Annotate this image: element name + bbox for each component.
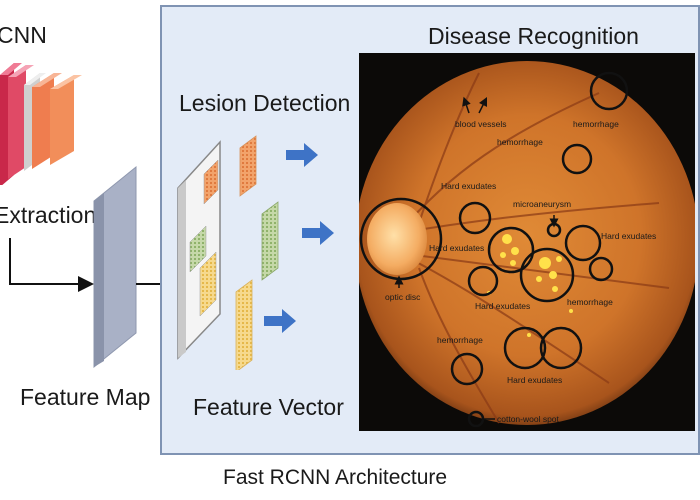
label-hard-exudates-2: Hard exudates xyxy=(601,231,656,241)
blue-arrow-2 xyxy=(302,221,334,245)
label-hemorrhage-4: hemorrhage xyxy=(437,335,483,345)
cnn-label: CNN xyxy=(0,22,47,48)
lesion-circle-hemorrhage-mid xyxy=(561,143,593,175)
lesion-circle-exudate-1 xyxy=(458,201,492,235)
lesion-detection-label: Lesion Detection xyxy=(179,90,351,116)
label-optic-disc: optic disc xyxy=(385,292,421,302)
label-blood-vessels: blood vessels xyxy=(455,119,507,129)
lesion-circle-exudate-4 xyxy=(564,224,602,262)
label-hard-exudates-3: Hard exudates xyxy=(429,243,484,253)
lesion-circle-hemorrhage-right xyxy=(588,256,614,282)
feature-map-shape xyxy=(93,165,137,369)
feature-vector-green xyxy=(261,201,279,281)
label-hemorrhage-3: hemorrhage xyxy=(567,297,613,307)
lesion-circle-exudate-2 xyxy=(487,226,535,274)
lesion-circle-exudate-7 xyxy=(539,326,583,370)
lesion-circle-hemorrhage-top xyxy=(589,71,629,111)
feature-map-label: Feature Map xyxy=(20,384,151,410)
feature-vector-orange xyxy=(239,135,257,197)
feature-vector-yellow xyxy=(235,279,253,370)
label-microaneurysm: microaneurysm xyxy=(513,199,571,209)
optic-disc-region xyxy=(367,203,427,275)
label-hemorrhage-1: hemorrhage xyxy=(573,119,619,129)
label-hemorrhage-2: hemorrhage xyxy=(497,137,543,147)
cnn-layer-2 xyxy=(8,65,34,179)
label-hard-exudates-4: Hard exudates xyxy=(475,301,530,311)
label-hard-exudates-5: Hard exudates xyxy=(507,375,562,385)
lesion-detection-graphic xyxy=(177,135,334,370)
disease-recognition-title: Disease Recognition xyxy=(428,23,639,49)
cnn-layer-5 xyxy=(50,75,82,165)
extraction-label: Extraction xyxy=(0,202,97,228)
region-proposal-slab xyxy=(177,140,221,360)
feature-vector-label: Feature Vector xyxy=(193,394,344,420)
lesion-circle-exudate-5 xyxy=(467,265,499,297)
cnn-layers xyxy=(0,63,82,185)
fundus-image: blood vessels hemorrhage hemorrhage Hard… xyxy=(359,61,695,428)
blue-arrow-1 xyxy=(286,143,318,167)
retina-disc xyxy=(359,61,695,425)
extraction-to-featuremap-arrow xyxy=(9,238,94,292)
lesion-circle-hemorrhage-low xyxy=(450,352,484,386)
lesion-circle-exudate-6 xyxy=(503,326,547,370)
figure-caption: Fast RCNN Architecture xyxy=(223,466,448,489)
blue-arrow-3 xyxy=(264,309,296,333)
cnn-layer-4 xyxy=(32,73,62,169)
lesion-circle-exudate-3 xyxy=(519,247,575,303)
label-cotton-wool-spot: cotton-wool spot xyxy=(497,414,560,424)
label-hard-exudates-1: Hard exudates xyxy=(441,181,496,191)
